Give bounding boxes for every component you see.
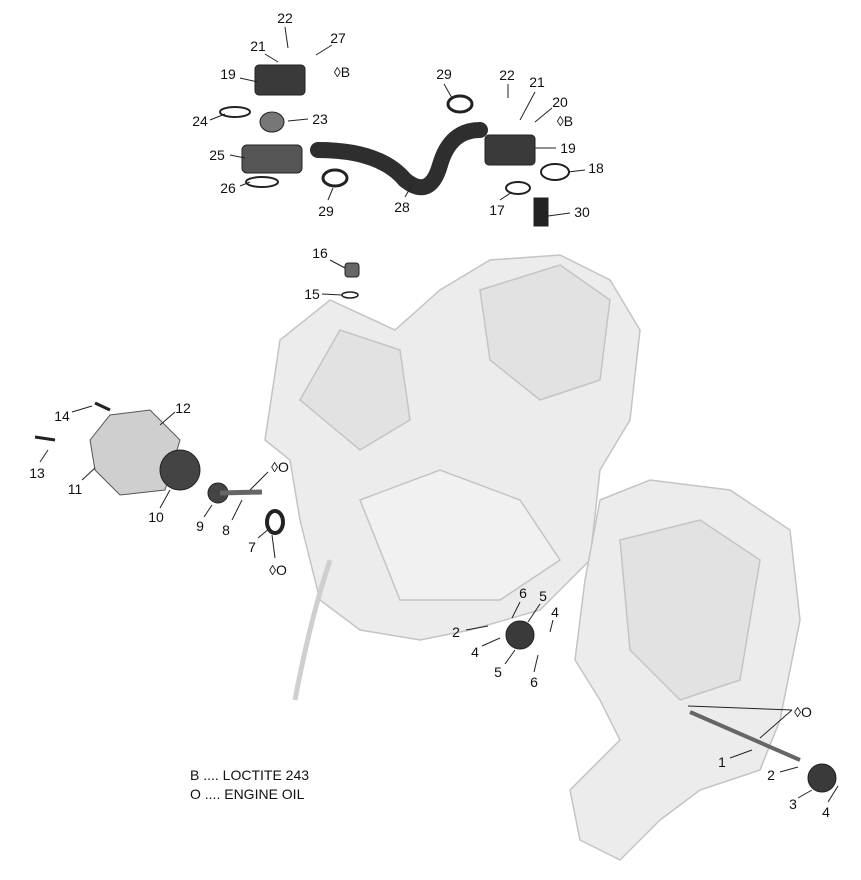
oil-tube: [292, 559, 333, 701]
callout-22: 22: [499, 67, 515, 83]
callout-5: 5: [494, 664, 502, 680]
callout-8: 8: [222, 522, 230, 538]
callout-20: 20: [552, 94, 568, 110]
callout-29: 29: [318, 203, 334, 219]
leader-lines: [39, 26, 839, 803]
callout-6: 6: [519, 585, 527, 601]
callout-12: 12: [175, 400, 191, 416]
impeller: [159, 449, 201, 491]
callout-5: 5: [539, 588, 547, 604]
callout-1: 1: [718, 754, 726, 770]
callout-oil: ◊O: [269, 562, 287, 578]
callout-30: 30: [574, 204, 590, 220]
callout-22: 22: [277, 10, 293, 26]
callout-15: 15: [304, 286, 320, 302]
callout-4: 4: [471, 644, 479, 660]
callout-13: 13: [29, 465, 45, 481]
callout-2: 2: [767, 767, 775, 783]
thermostat-housing: [254, 64, 306, 96]
callout-16: 16: [312, 245, 328, 261]
coolant-hose: [310, 122, 488, 196]
callout-11: 11: [67, 481, 83, 497]
callout-loctite: ◊B: [556, 113, 574, 129]
callout-21: 21: [529, 74, 545, 90]
callout-28: 28: [394, 199, 410, 215]
legend-loctite: B .... LOCTITE 243: [190, 767, 310, 783]
callout-25: 25: [209, 147, 225, 163]
callout-7: 7: [248, 539, 256, 555]
callout-2: 2: [452, 624, 460, 640]
callout-19: 19: [220, 66, 236, 82]
temp-sensor: [533, 197, 549, 227]
callout-27: 27: [330, 30, 346, 46]
callout-oil: ◊O: [271, 459, 289, 475]
callout-14: 14: [54, 408, 70, 424]
thermostat-cover: [241, 144, 303, 174]
callout-9: 9: [196, 518, 204, 534]
callout-loctite: ◊B: [333, 64, 351, 80]
legend-engine-oil: O .... ENGINE OIL: [190, 786, 305, 802]
callout-29: 29: [436, 66, 452, 82]
legend: B .... LOCTITE 243 O .... ENGINE OIL: [190, 766, 309, 804]
callout-23: 23: [312, 111, 328, 127]
engine-block: [264, 254, 641, 641]
parts: [34, 64, 837, 793]
callout-24: 24: [192, 113, 208, 129]
callout-17: 17: [489, 202, 505, 218]
callout-oil: ◊O: [794, 704, 812, 720]
callout-19: 19: [560, 140, 576, 156]
callout-4: 4: [551, 604, 559, 620]
crankcase: [569, 479, 801, 861]
gear-small: [505, 620, 535, 650]
callout-4: 4: [822, 804, 830, 820]
callout-10: 10: [148, 509, 164, 525]
callout-26: 26: [220, 180, 236, 196]
callout-3: 3: [789, 796, 797, 812]
gear-right: [807, 763, 837, 793]
callout-18: 18: [588, 160, 604, 176]
outlet-housing: [484, 134, 536, 166]
callout-21: 21: [250, 38, 266, 54]
callout-6: 6: [530, 674, 538, 690]
